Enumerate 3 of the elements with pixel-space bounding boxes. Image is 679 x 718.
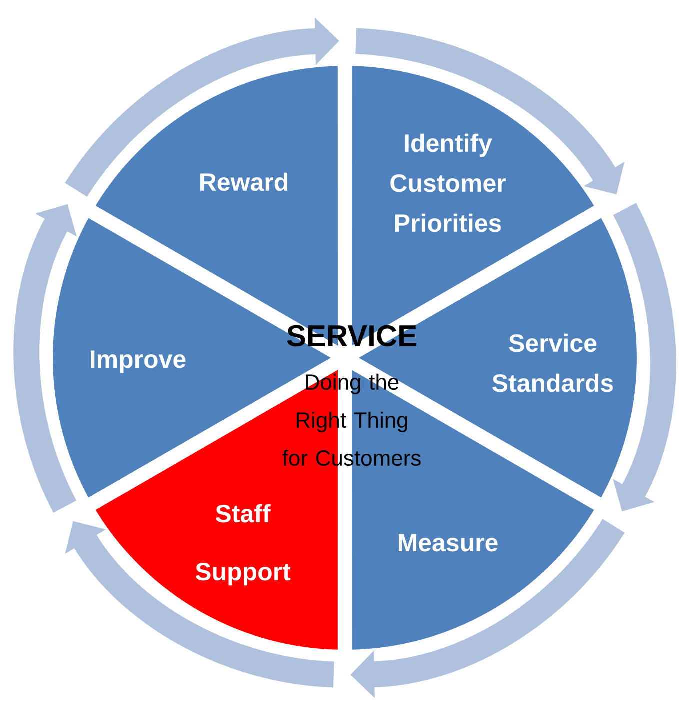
node-label: Measure [398, 534, 498, 552]
node-label: Reward [200, 172, 288, 192]
node-label: Improve [91, 350, 186, 374]
